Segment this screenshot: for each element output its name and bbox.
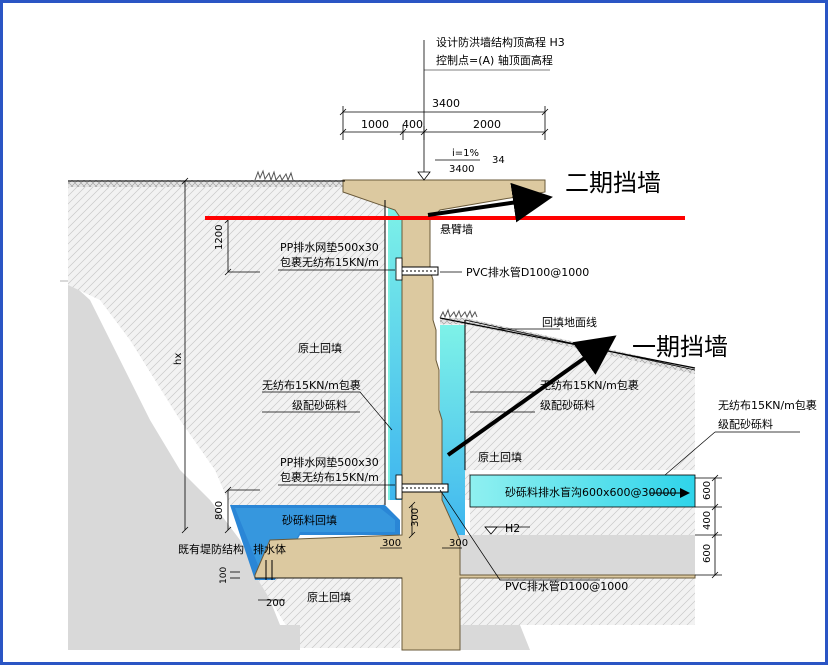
left-dimension-lines (181, 177, 260, 534)
pvc-upper-label: PVC排水管D100@1000 (466, 265, 589, 279)
design-top-label: 设计防洪墙结构顶高程 H3 (436, 35, 565, 49)
pp-mat-1b: 包裹无纺布15KN/m (280, 255, 379, 269)
geo-wrap-right: 无纺布15KN/m包裹 (718, 398, 817, 412)
phase1-arrow (446, 335, 617, 457)
slope-label: i=1% (452, 148, 479, 159)
right-drain-strip (440, 325, 465, 535)
phase2-arrow (427, 182, 553, 223)
pp-mat-1a: PP排水网垫500x30 (280, 240, 379, 254)
gravel-backfill-label: 砂砾料回填 (282, 513, 337, 527)
original-fill-bottom: 原土回填 (307, 590, 351, 604)
phase1-label: 一期挡墙 (632, 333, 728, 361)
left-drain-strip-inner (390, 200, 402, 500)
slope-num: 34 (492, 155, 505, 166)
dim-2000: 2000 (473, 118, 501, 131)
dim-400: 400 (402, 118, 423, 131)
existing-structure-label: 既有堤防结构 (178, 542, 244, 556)
original-fill-left: 原土回填 (298, 341, 342, 355)
concrete-wall (254, 179, 696, 651)
drain-body-label: 排水体 (253, 542, 286, 556)
dim-800: 800 (214, 501, 225, 520)
dim-200: 200 (266, 598, 285, 609)
dim-1200: 1200 (214, 225, 225, 250)
blind-ditch (469, 474, 696, 508)
dim-1000: 1000 (361, 118, 389, 131)
dim-300a: 300 (382, 538, 401, 549)
backfill-surface-label: 回填地面线 (542, 315, 597, 329)
grass-right (439, 308, 478, 319)
control-point-label: 控制点=(A) 轴顶面高程 (436, 53, 553, 67)
pvc-lower-label: PVC排水管D100@1000 (505, 579, 628, 593)
cantilever-label: 悬臂墙 (440, 222, 473, 236)
left-earth-fill (68, 185, 385, 505)
dim-600a: 600 (702, 481, 713, 500)
phase2-label: 二期挡墙 (565, 169, 661, 197)
right-surface-hatch (440, 318, 695, 374)
blind-ditch-label: 砂砾料排水盲沟600x600@30000 (505, 485, 677, 499)
bottom-grey-left (170, 625, 300, 650)
slope-run: 3400 (449, 164, 474, 175)
geo-wrap-mid: 无纺布15KN/m包裹 (540, 378, 639, 392)
existing-dike-grey-2 (40, 282, 68, 650)
gravel-left: 级配砂砾料 (292, 398, 347, 412)
pp-mat-lower (395, 474, 403, 500)
backfill-line (439, 317, 696, 369)
grass-left (254, 169, 294, 182)
gravel-mid: 级配砂砾料 (540, 398, 595, 412)
right-lower-earth (470, 505, 695, 535)
hx-label: hx (173, 353, 184, 365)
pp-mat-2a: PP排水网垫500x30 (280, 455, 379, 469)
original-fill-right: 原土回填 (478, 450, 522, 464)
dim-600b: 600 (702, 544, 713, 563)
dim-300v: 300 (410, 508, 421, 527)
geo-wrap-left: 无纺布15KN/m包裹 (262, 378, 361, 392)
pp-mat-2b: 包裹无纺布15KN/m (280, 470, 379, 484)
dim-400b: 400 (702, 511, 713, 530)
bottom-grey-right (460, 625, 530, 650)
leader-lines (262, 269, 800, 581)
h2-label: H2 (505, 522, 520, 535)
existing-dike-grey (60, 280, 290, 650)
right-earth-fill (440, 320, 695, 500)
dim-100: 100 (219, 567, 229, 584)
gravel-right: 级配砂砾料 (718, 417, 773, 431)
pp-mat-upper (395, 257, 403, 281)
left-surface-hatch (68, 180, 358, 187)
dim-300b: 300 (449, 538, 468, 549)
footing-dimension-lines (230, 501, 462, 601)
right-dimension-lines (695, 474, 722, 579)
dim-total: 3400 (432, 97, 460, 110)
right-lower-grey (455, 535, 695, 575)
top-dimension-lines (339, 106, 549, 161)
bottom-right-earth (460, 575, 695, 625)
